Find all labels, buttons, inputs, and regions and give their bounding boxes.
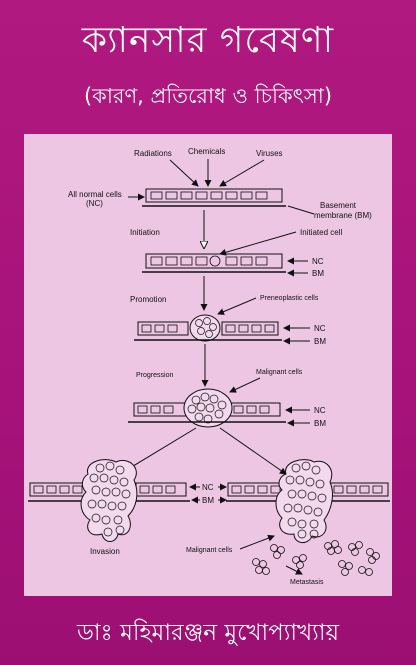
arrow-initiated-cell (219, 231, 297, 256)
label-basement: Basement (320, 201, 357, 210)
label-metastasis: Metastasis (290, 579, 324, 586)
label-malignant-cells-2: Malignant cells (186, 547, 233, 554)
metastasis-tumor (275, 459, 333, 543)
label-bm-3: BM (314, 337, 326, 346)
label-radiations: Radiations (134, 149, 172, 158)
pointer-basement (287, 205, 315, 215)
book-title: ক্যানসার গবেষণা (81, 20, 335, 61)
label-all-normal-cells: All normal cells (68, 190, 122, 199)
carcinogenesis-diagram: Radiations Chemicals Viruses All normal … (28, 147, 390, 586)
initiated-cell-row (142, 253, 286, 273)
label-nc-5: NC (202, 483, 214, 492)
arrow-viruses (219, 159, 265, 187)
label-bm-4: BM (314, 419, 326, 428)
book-subtitle: (কারণ, প্রতিরোধ ও চিকিৎসা) (83, 84, 333, 108)
label-malignant-cells: Malignant cells (256, 369, 303, 376)
label-nc-2: NC (312, 257, 324, 266)
label-nc-4: NC (314, 406, 326, 415)
carcinogenesis-diagram-panel: Radiations Chemicals Viruses All normal … (24, 134, 392, 596)
normal-cell-row (142, 188, 286, 207)
preneoplastic-cell-row (134, 314, 282, 342)
invasion-tumor (80, 459, 138, 542)
label-membrane-bm: membrane (BM) (314, 211, 372, 220)
arrow-radiations (169, 159, 199, 187)
label-initiation: Initiation (130, 228, 160, 237)
label-bm-2: BM (312, 269, 324, 278)
label-bm-5: BM (202, 496, 214, 505)
label-nc-paren: (NC) (86, 199, 103, 208)
metastasis-clusters (252, 540, 380, 576)
arrow-to-metastasis (219, 427, 287, 475)
label-progression: Progression (136, 372, 173, 379)
label-preneoplastic-cells: Preneoplastic cells (260, 295, 319, 302)
label-nc-3: NC (314, 324, 326, 333)
malignant-cell-row (128, 388, 286, 428)
label-promotion: Promotion (130, 295, 166, 304)
label-initiated-cell: Initiated cell (300, 228, 342, 237)
book-author: ডাঃ মহিমারঞ্জন মুখোপ্যাখ্যায় (76, 620, 340, 646)
label-chemicals: Chemicals (188, 147, 225, 156)
label-viruses: Viruses (256, 149, 283, 158)
label-invasion: Invasion (90, 547, 120, 556)
